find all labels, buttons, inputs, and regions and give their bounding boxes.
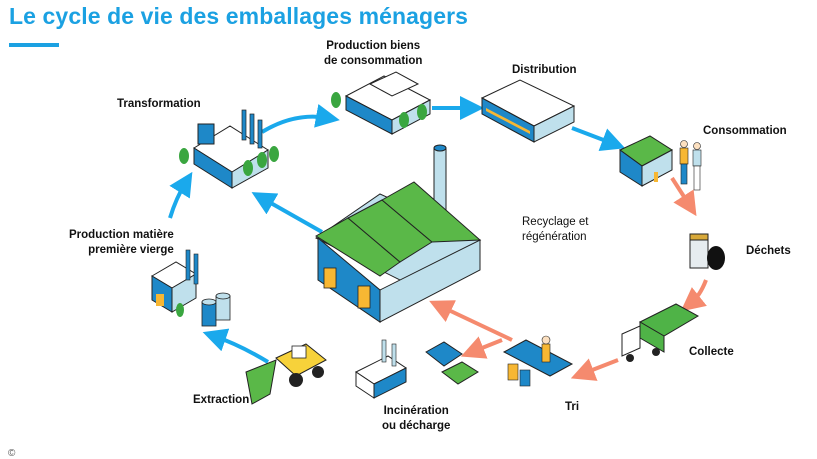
label-recyclage: Recyclage et régénération	[522, 215, 588, 245]
label-line: Production biens	[326, 40, 421, 52]
label-extraction: Extraction	[193, 394, 250, 406]
copyright-mark: ©	[8, 448, 16, 459]
label-collecte: Collecte	[689, 346, 734, 358]
label-line: Recyclage et	[522, 216, 589, 228]
arrow-consommation-to-dechets	[670, 176, 697, 217]
label-distribution: Distribution	[512, 64, 577, 76]
loader-icon	[245, 343, 327, 405]
label-consommation: Consommation	[703, 125, 787, 137]
arrow-extraction-to-matiere	[202, 328, 270, 364]
incinerator-icon	[355, 339, 407, 399]
page-title: Le cycle de vie des emballages ménagers	[9, 3, 469, 29]
distribution-building-icon	[480, 79, 576, 143]
raw-material-plant-icon	[151, 249, 231, 327]
people-icon	[679, 140, 702, 191]
landfill-truck-icon	[425, 341, 479, 385]
arrow-distribution-to-consommation	[571, 126, 626, 151]
label-line: première vierge	[88, 244, 174, 256]
label-production-matiere: Production matière première vierge	[69, 228, 174, 258]
label-tri: Tri	[565, 401, 580, 413]
arrow-tri-to-incineration	[460, 336, 503, 359]
label-production-biens: Production biens de consommation	[324, 39, 422, 69]
house-icon	[619, 135, 673, 187]
label-dechets: Déchets	[746, 245, 791, 257]
label-line: Production matière	[69, 229, 174, 241]
label-line: Incinération	[383, 405, 449, 417]
arrow-dechets-to-collecte	[680, 279, 708, 312]
label-line: ou décharge	[382, 420, 451, 432]
arrow-tri-to-recyclage	[429, 300, 513, 342]
arrow-collecte-to-tri	[570, 358, 619, 381]
label-incineration: Incinération ou décharge	[382, 404, 450, 434]
recycling-factory-icon	[315, 144, 482, 323]
arrow-matiere-to-transformation	[168, 171, 193, 219]
title-underline	[9, 43, 59, 47]
sorting-conveyor-icon	[502, 335, 574, 387]
arrow-transformation-to-production	[260, 104, 340, 134]
label-transformation: Transformation	[117, 98, 201, 110]
garbage-truck-icon	[621, 303, 700, 362]
production-building-icon	[331, 71, 432, 135]
arrow-recyclage-to-transformation	[251, 192, 323, 234]
waste-bin-icon	[689, 233, 725, 270]
label-line: régénération	[522, 231, 587, 243]
label-line: de consommation	[324, 55, 423, 67]
transformation-factory-icon	[179, 109, 279, 189]
